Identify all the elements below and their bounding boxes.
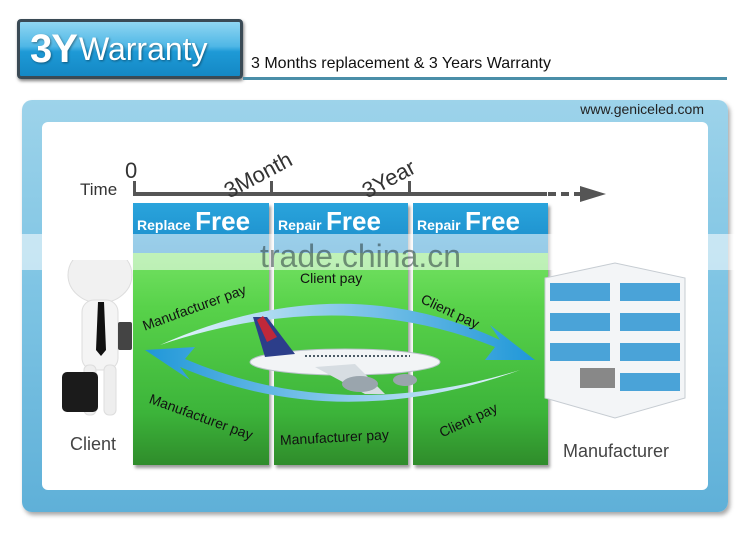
time-axis-dashed-extension: [548, 192, 582, 196]
header-divider: [243, 77, 727, 80]
watermark-text: trade.china.cn: [260, 238, 462, 274]
tick-3year: [408, 181, 411, 195]
airplane-icon: [249, 316, 441, 394]
arrow-right-icon: [580, 186, 606, 202]
badge-big-text: 3Y: [30, 26, 78, 71]
badge-rest-text: Warranty: [78, 30, 208, 67]
time-axis-label: Time: [80, 180, 118, 199]
website-url: www.geniceled.com: [580, 101, 704, 117]
payment-label: Client pay: [300, 270, 363, 286]
page-subtitle: 3 Months replacement & 3 Years Warranty: [251, 55, 551, 72]
column-header-free: Free: [465, 206, 520, 236]
tick-0: [133, 181, 136, 195]
column-header-free: Free: [326, 206, 381, 236]
client-label: Client: [70, 434, 117, 454]
warranty-badge: 3Y Warranty: [17, 19, 243, 79]
column-header-small: Repair: [278, 217, 322, 233]
column-header-small: Replace: [137, 217, 191, 233]
manufacturer-label: Manufacturer: [563, 441, 670, 461]
manufacturer-building-icon: [544, 262, 686, 419]
time-axis: [133, 192, 547, 196]
tick-label-0: 0: [125, 158, 138, 183]
column-header-small: Repair: [417, 217, 461, 233]
tick-3month: [270, 181, 273, 195]
column-header-free: Free: [195, 206, 251, 236]
client-person-icon: [62, 260, 133, 416]
